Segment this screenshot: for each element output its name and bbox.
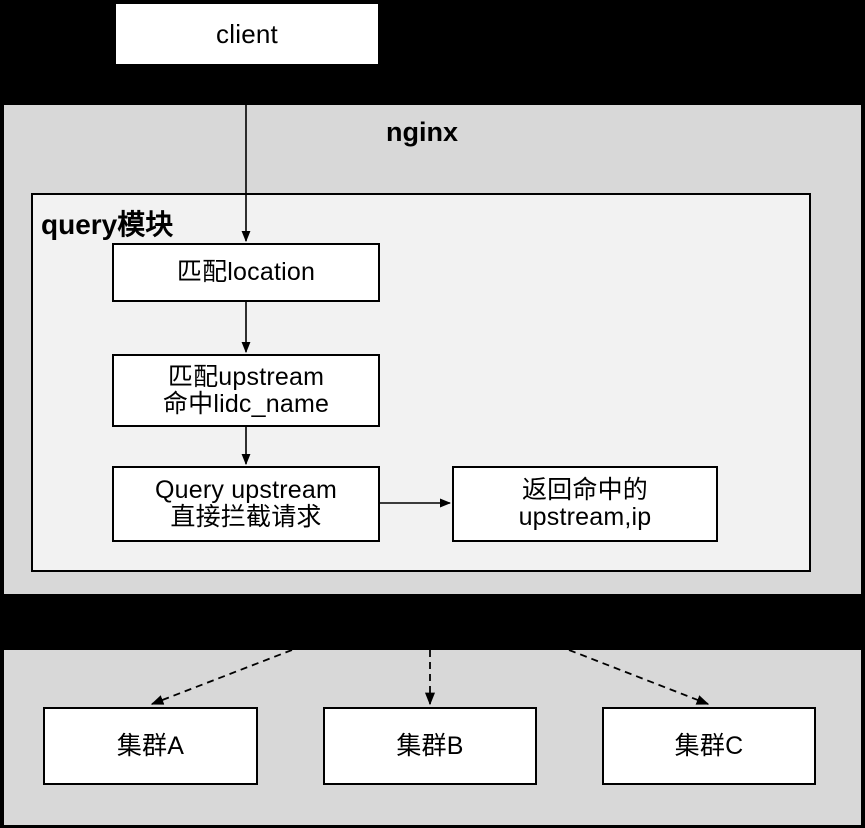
return-upstream-node[interactable]: 返回命中的 upstream,ip [452,466,718,542]
match-upstream-line-2: 命中lidc_name [162,389,330,418]
query-upstream-line-1: Query upstream [154,476,338,504]
client-label: client [216,18,278,49]
cluster-c-node[interactable]: 集群C [602,707,816,785]
return-upstream-line-2: upstream,ip [518,503,652,531]
cluster-a-node[interactable]: 集群A [43,707,258,785]
client-node[interactable]: client [114,2,380,66]
cluster-c-label: 集群C [674,731,744,760]
nginx-label: nginx [386,117,458,147]
cluster-b-label: 集群B [396,731,464,760]
match-upstream-line-1: 匹配upstream [167,362,325,391]
match-location-line-1: 匹配location [176,258,316,286]
return-upstream-line-1: 返回命中的 [521,476,648,504]
query-upstream-node[interactable]: Query upstream 直接拦截请求 [112,466,380,542]
match-location-node[interactable]: 匹配location [112,243,380,302]
cluster-a-label: 集群A [116,731,185,760]
match-upstream-node[interactable]: 匹配upstream 命中lidc_name [112,354,380,427]
cluster-b-node[interactable]: 集群B [323,707,537,785]
query-module-label: query模块 [41,209,174,240]
query-upstream-line-2: 直接拦截请求 [170,503,322,531]
